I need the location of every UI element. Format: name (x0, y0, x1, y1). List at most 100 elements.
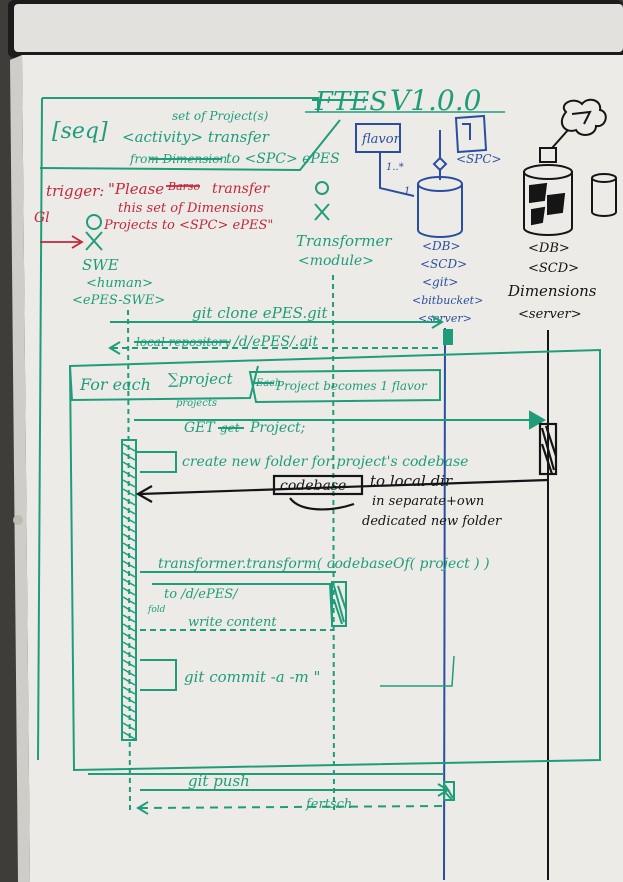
trigger-text1: "Please (108, 180, 164, 198)
dimensions-stereo2: <SCD> (528, 261, 579, 276)
codebase-note-link (289, 497, 355, 511)
msg-push-done: fertsch (305, 797, 352, 812)
hatch-stroke (122, 569, 136, 578)
codebase-box (272, 474, 364, 496)
db-stereo4: <bitbucket> (412, 294, 483, 307)
spc-document-fold (462, 123, 471, 140)
hatch-stroke (122, 605, 136, 614)
msg-commit-self (140, 659, 177, 691)
msg-clone-return-arrow (108, 341, 121, 355)
trigger-text3: Projects to <SPC> ePES" (103, 218, 273, 233)
msg-create-folder-label: create new folder for project's codebase (182, 454, 468, 470)
dimensions-activation-hatch (540, 425, 558, 475)
dimensions-cylinder-body (523, 172, 573, 236)
trigger-gl: Gl (34, 210, 50, 226)
hatch-stroke (122, 596, 136, 605)
msg-commit-label: git commit -a -m " (184, 668, 320, 686)
dimensions-activation (538, 422, 558, 476)
swe-actor-head (86, 214, 102, 230)
hatch-stroke (122, 686, 136, 695)
hatch-stroke (122, 560, 136, 569)
msg-push-return-line (139, 805, 445, 809)
transformer-actor-body (314, 203, 330, 221)
loop-note-box (248, 368, 441, 404)
db-stereo5: <server> (418, 312, 472, 325)
hatch-stroke (122, 524, 136, 533)
hatch-stroke (122, 479, 136, 488)
hatch-stroke (122, 704, 136, 713)
msg-codebase-line (139, 478, 549, 496)
hatch-stroke (122, 461, 136, 470)
cloud-detail (571, 110, 592, 125)
flavor-multiplicity-one: 1 (404, 186, 410, 197)
paper-hole (13, 515, 23, 525)
swe-stereo2: <ePES-SWE> (72, 293, 165, 308)
hatch-stroke (122, 632, 136, 641)
flavor-label: flavor (361, 132, 401, 147)
hatch-stroke (122, 641, 136, 650)
msg-separate1: in separate+own (372, 494, 484, 509)
hatch-stroke (122, 614, 136, 623)
dimensions-cylinder-icons (529, 182, 566, 226)
transformer-stereo: <module> (298, 253, 374, 269)
transformer-lifeline (332, 274, 335, 811)
msg-transform-label: transformer.transform( codebaseOf( proje… (158, 556, 490, 572)
swe-actor-body (85, 231, 103, 251)
loop-sub: projects (176, 398, 217, 409)
hatch-stroke (122, 677, 136, 686)
loop-frame (68, 348, 601, 772)
paper-edge (10, 55, 30, 882)
flavor-association (379, 152, 415, 197)
trigger-label: trigger: (46, 182, 104, 200)
hatch-stroke (122, 542, 136, 551)
loop-var: ∑project (168, 370, 233, 388)
db-stereo3: <git> (422, 275, 458, 289)
msg-git-clone-arrow (431, 315, 444, 329)
flavor-multiplicity: 1..* (386, 162, 404, 173)
frame-top-edge (42, 97, 319, 112)
hatch-stroke (122, 659, 136, 668)
msg-commit-tail (380, 655, 455, 687)
spc-composition (432, 130, 448, 172)
swe-stereo1: <human> (86, 276, 153, 291)
msg-to-local: to local dir (370, 472, 453, 490)
msg-to-folder: to /d/ePES/ (164, 587, 239, 602)
spc-label: <SPC> (456, 152, 502, 166)
paper-sheet (22, 55, 623, 882)
transformer-activation (331, 581, 347, 627)
dimensions-stereo4: <server> (518, 307, 582, 322)
hatch-stroke (122, 578, 136, 587)
swe-activation (121, 439, 137, 741)
hatch-stroke (122, 497, 136, 506)
swe-name: SWE (82, 256, 119, 274)
db-stereo1: <DB> (422, 239, 461, 253)
frame-line1-above: set of Project(s) (172, 109, 269, 123)
server-rack (539, 147, 557, 163)
hatch-stroke (122, 695, 136, 704)
frame-line2: to <SPC> ePES (226, 151, 340, 167)
dimensions-stereo1: <DB> (528, 241, 570, 256)
db-cylinder-body (417, 184, 463, 238)
hatch-stroke (122, 515, 136, 524)
hatch-stroke (122, 533, 136, 542)
dimensions-name: Dimensions (507, 282, 597, 300)
msg-codebase-label: codebase (280, 478, 346, 494)
loop-note: Project becomes 1 flavor (275, 379, 428, 393)
frame-line1: <activity> transfer (122, 128, 270, 146)
msg-get-arrow (529, 410, 547, 430)
hatch-stroke (122, 668, 136, 677)
msg-git-clone-label: git clone ePES.git (192, 304, 329, 322)
frame-header-tab (39, 119, 341, 172)
hatch-stroke (122, 443, 136, 452)
cloud-icon (560, 98, 607, 136)
frame-left-edge (37, 97, 43, 761)
db-activation-push (443, 781, 455, 801)
msg-folder-note: fold (147, 605, 166, 615)
transformer-name: Transformer (296, 232, 392, 250)
trigger-text1-end: transfer (212, 181, 270, 197)
hatch-stroke (122, 713, 136, 722)
msg-push-label: git push (188, 772, 250, 790)
transformer-activation-hatch (333, 585, 347, 625)
swe-activation-hatch (122, 443, 136, 740)
